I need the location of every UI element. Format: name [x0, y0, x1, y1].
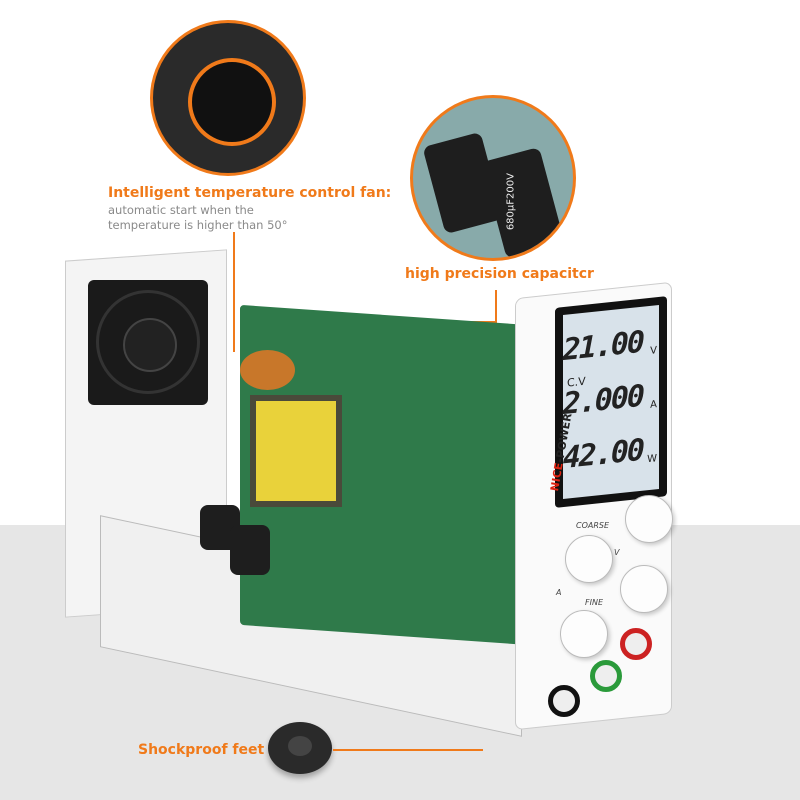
ground-terminal[interactable]: [590, 660, 622, 692]
positive-terminal[interactable]: [620, 628, 652, 660]
voltage-fine-knob[interactable]: [620, 565, 668, 613]
capacitor-label: 680μF200V: [505, 173, 517, 231]
fan-subtitle-line1: automatic start when the: [108, 203, 254, 217]
lcd-display: C.V 21.00 V 2.000 A 42.00 W: [555, 296, 667, 508]
capacitor-callout-line-v: [495, 290, 497, 322]
current-unit: A: [650, 399, 657, 411]
coarse-label: COARSE: [576, 521, 610, 530]
power-unit: W: [647, 453, 657, 466]
current-knob-label: A: [556, 588, 562, 597]
feet-callout-title: Shockproof feet: [138, 742, 265, 758]
capacitor: [230, 525, 270, 575]
power-reading: 42.00: [562, 432, 643, 477]
capacitor-closeup-image: 680μF200V: [410, 95, 576, 261]
negative-terminal[interactable]: [548, 685, 580, 717]
fan-callout-line: [233, 232, 235, 352]
fine-label: FINE: [585, 598, 603, 607]
fan-subtitle-line2: temperature is higher than 50°: [108, 218, 288, 232]
current-reading: 2.000: [562, 378, 643, 423]
current-fine-knob[interactable]: [560, 610, 608, 658]
fan-callout-subtitle: automatic start when the temperature is …: [108, 203, 288, 233]
fan-callout-title: Intelligent temperature control fan:: [108, 185, 392, 201]
fan-closeup-image: [150, 20, 306, 176]
voltage-knob-label: V: [614, 548, 620, 557]
voltage-coarse-knob[interactable]: [625, 495, 673, 543]
current-coarse-knob[interactable]: [565, 535, 613, 583]
voltage-reading: 21.00: [562, 324, 643, 369]
cooling-fan: [88, 280, 208, 405]
voltage-unit: V: [650, 345, 657, 357]
capacitor-callout-title: high precision capacitcr: [405, 266, 594, 282]
shockproof-foot-image: [268, 722, 332, 774]
transformer: [250, 395, 342, 507]
feet-callout-line: [333, 749, 483, 751]
inductor-coil: [240, 350, 295, 390]
